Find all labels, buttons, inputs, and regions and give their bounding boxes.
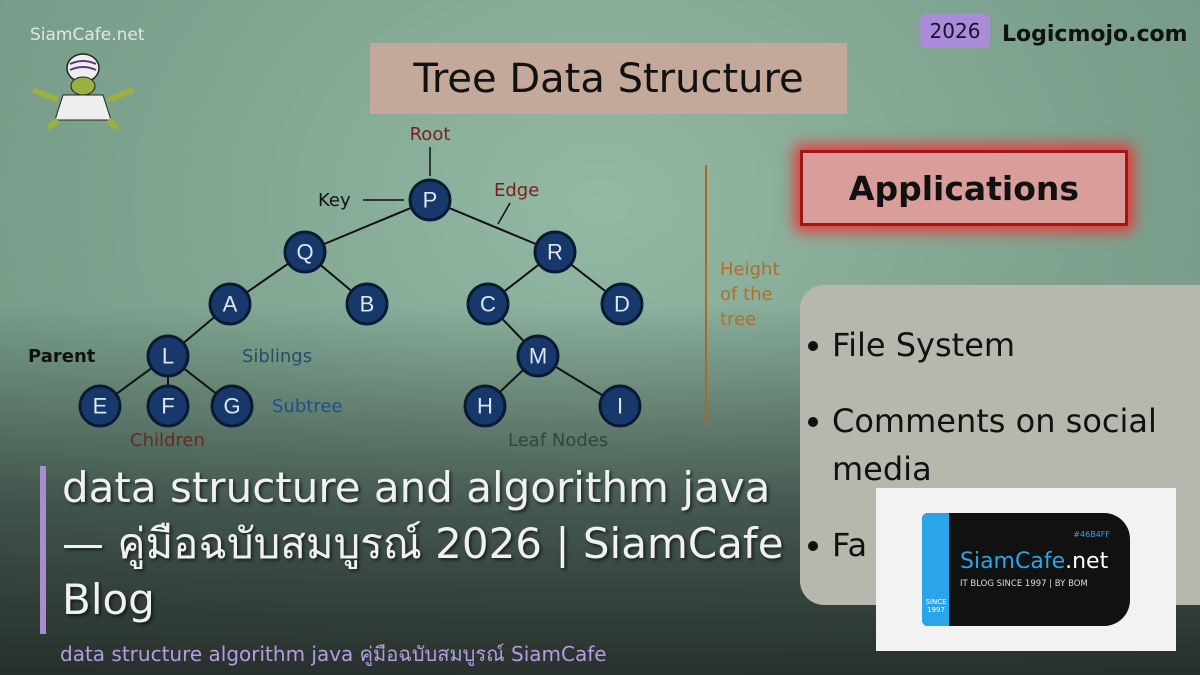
logo-tagline: IT BLOG SINCE 1997 | BY BOM [960, 579, 1088, 589]
tree-node [598, 384, 642, 428]
tree-node-label: E [93, 394, 108, 419]
subtitle: data structure algorithm java คู่มือฉบับ… [60, 642, 607, 666]
tree-node [146, 334, 190, 378]
tree-node [600, 282, 644, 326]
year-badge: 2026 [920, 14, 990, 48]
accent-bar [40, 466, 46, 634]
headline: data structure and algorithm java — คู่ม… [62, 463, 784, 624]
tree-node-label: H [477, 394, 493, 419]
mascot-icon [31, 53, 135, 130]
label-edge: Edge [494, 180, 539, 201]
tree-node-label: L [162, 344, 174, 369]
label-height-line: tree [720, 309, 756, 330]
tree-node [283, 230, 327, 274]
slide-title: Tree Data Structure [370, 43, 847, 114]
label-siblings: Siblings [242, 346, 312, 367]
tree-node [516, 334, 560, 378]
label-leaf: Leaf Nodes [508, 430, 608, 451]
label-height-line: of the [720, 284, 773, 305]
label-children: Children [130, 430, 205, 451]
logo-hex: #46B4FF [1073, 530, 1110, 539]
tree-node-label: B [360, 292, 375, 317]
tree-node [208, 282, 252, 326]
tree-edge [304, 199, 431, 253]
tree-node [210, 384, 254, 428]
logo-name: SiamCafe.net [960, 549, 1108, 574]
label-key: Key [318, 190, 351, 211]
tree-node-label: M [529, 344, 547, 369]
label-height: Height of the tree [720, 259, 780, 330]
application-item: Comments on social media [808, 397, 1188, 493]
tree-node-label: F [161, 394, 174, 419]
label-subtree: Subtree [272, 396, 342, 417]
tree-node [463, 384, 507, 428]
application-item: Fa [808, 521, 1188, 569]
label-root: Root [410, 124, 451, 145]
tree-node-label: A [223, 292, 238, 317]
logo-name-tld: .net [1065, 549, 1109, 574]
tree-node-label: I [617, 394, 623, 419]
tree-node [466, 282, 510, 326]
site-brand: SiamCafe.net [30, 25, 145, 45]
label-height-line: Height [720, 259, 780, 280]
logo-name-main: SiamCafe [960, 549, 1066, 574]
watermark: Logicmojo.com [1002, 22, 1188, 47]
tree-node-label: D [614, 292, 630, 317]
tree-node-label: C [480, 292, 496, 317]
tree-node [345, 282, 389, 326]
applications-heading: Applications [800, 150, 1128, 226]
since-label: SINCE [925, 598, 947, 606]
since-year: 1997 [927, 606, 945, 614]
logo-strip [922, 513, 949, 626]
tree-node [533, 230, 577, 274]
tree-node-label: P [423, 188, 438, 213]
tree-node-label: R [547, 240, 563, 265]
tree-edge [429, 199, 556, 253]
application-item: File System [808, 321, 1188, 369]
label-parent: Parent [28, 346, 96, 367]
tree-node-label: Q [296, 240, 313, 265]
tree-node-label: G [223, 394, 240, 419]
tree-node [408, 178, 452, 222]
tree-node [78, 384, 122, 428]
tree-node [146, 384, 190, 428]
edge-arrow [497, 202, 511, 225]
